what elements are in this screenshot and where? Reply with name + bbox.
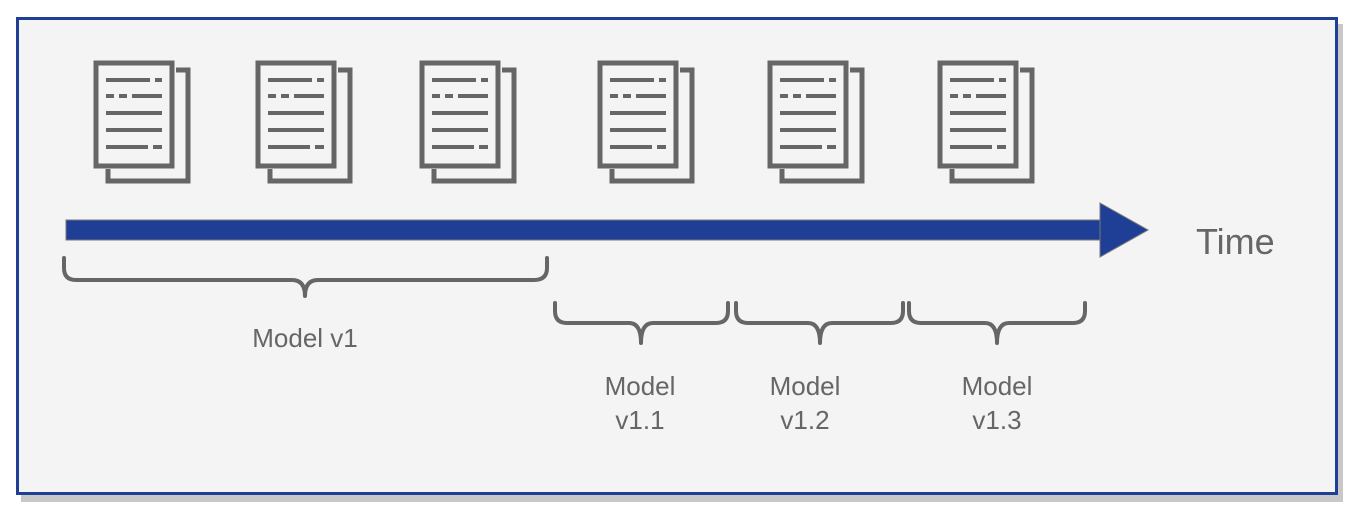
document-icon — [96, 63, 188, 181]
document-icon — [422, 63, 514, 181]
document-icon — [770, 63, 862, 181]
model-label: Model v1.2 — [769, 371, 841, 435]
time-axis-label: Time — [1196, 221, 1275, 262]
document-icon — [600, 63, 692, 181]
brace-model-v1-2 — [734, 301, 905, 345]
document-icon — [258, 63, 350, 181]
model-label: Model v1 — [252, 323, 358, 353]
brace-model-v1-3 — [907, 301, 1087, 345]
brace-model-v1-1 — [553, 301, 730, 345]
brace-model-v1 — [62, 256, 549, 298]
model-label: Model v1.3 — [961, 371, 1033, 435]
document-icon — [940, 63, 1032, 181]
time-arrow — [65, 202, 1150, 258]
model-label: Model v1.1 — [604, 371, 676, 435]
